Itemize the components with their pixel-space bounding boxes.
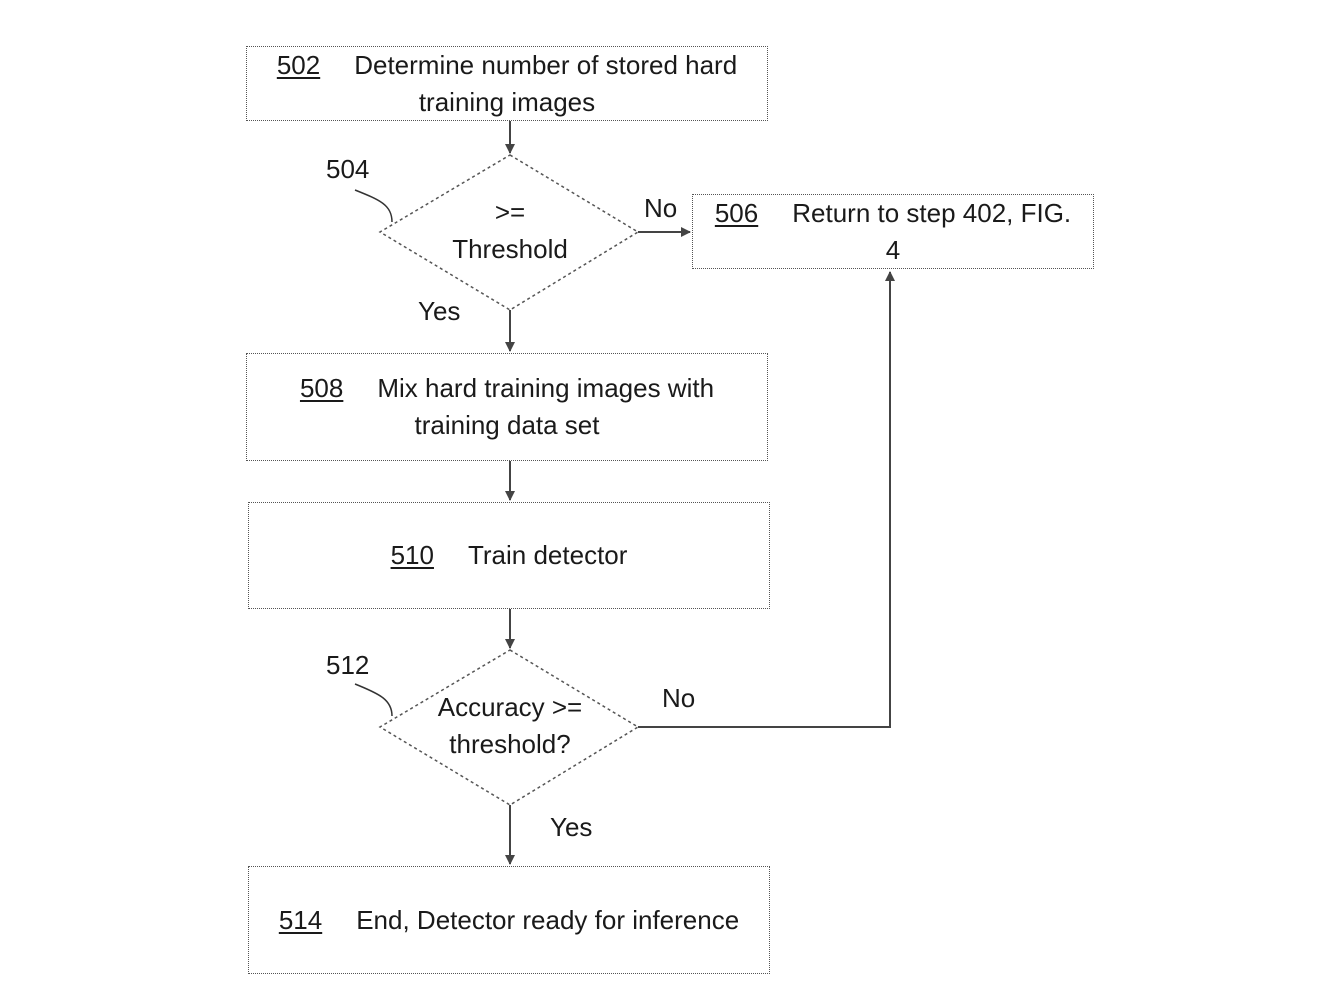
decision-512-ref: 512 <box>326 650 370 680</box>
decision-504-ref: 504 <box>326 154 370 184</box>
step-508-box: 508 Mix hard training images with trainin… <box>246 353 768 461</box>
step-506-text-line1: Return to step 402, FIG. <box>792 197 1072 228</box>
decision-504-text: >= Threshold <box>410 194 610 268</box>
decision-504-diamond <box>378 154 640 311</box>
step-502-box: 502 Determine number of stored hard train… <box>246 46 768 121</box>
edge-512-yes-label: Yes <box>550 812 593 842</box>
edge-504-yes-label: Yes <box>418 296 461 326</box>
leader-504 <box>354 189 393 223</box>
edge-504-no-label: No <box>644 193 678 223</box>
step-506-text-line2: 4 <box>885 234 901 265</box>
decision-512-text: Accuracy >= threshold? <box>410 689 610 763</box>
decision-504-line1: >= <box>494 197 526 227</box>
decision-504-line2: Threshold <box>452 234 568 264</box>
step-508-text-line1: Mix hard training images with <box>377 373 715 403</box>
arrow-512-to-506 <box>638 271 895 728</box>
step-514-box: 514 End, Detector ready for inference <box>248 866 770 974</box>
decision-512-diamond <box>378 649 640 806</box>
step-502-text-line1: Determine number of stored hard <box>354 49 738 80</box>
step-514-ref: 514 <box>278 904 323 935</box>
leader-512 <box>354 683 393 717</box>
step-508-ref: 508 <box>299 373 344 403</box>
step-510-text: Train detector <box>467 540 628 570</box>
step-506-ref: 506 <box>714 197 759 228</box>
step-506-box: 506 Return to step 402, FIG. 4 <box>692 194 1094 269</box>
step-502-text-line2: training images <box>418 86 596 117</box>
decision-512-line2: threshold? <box>449 729 571 759</box>
step-508-text-line2: training data set <box>414 410 600 440</box>
decision-512-line1: Accuracy >= <box>437 692 583 722</box>
step-510-ref: 510 <box>390 540 434 570</box>
step-514-text: End, Detector ready for inference <box>356 904 740 935</box>
step-502-ref: 502 <box>276 49 321 80</box>
edge-512-no-label: No <box>662 683 696 713</box>
step-510-box: 510 Train detector <box>248 502 770 609</box>
